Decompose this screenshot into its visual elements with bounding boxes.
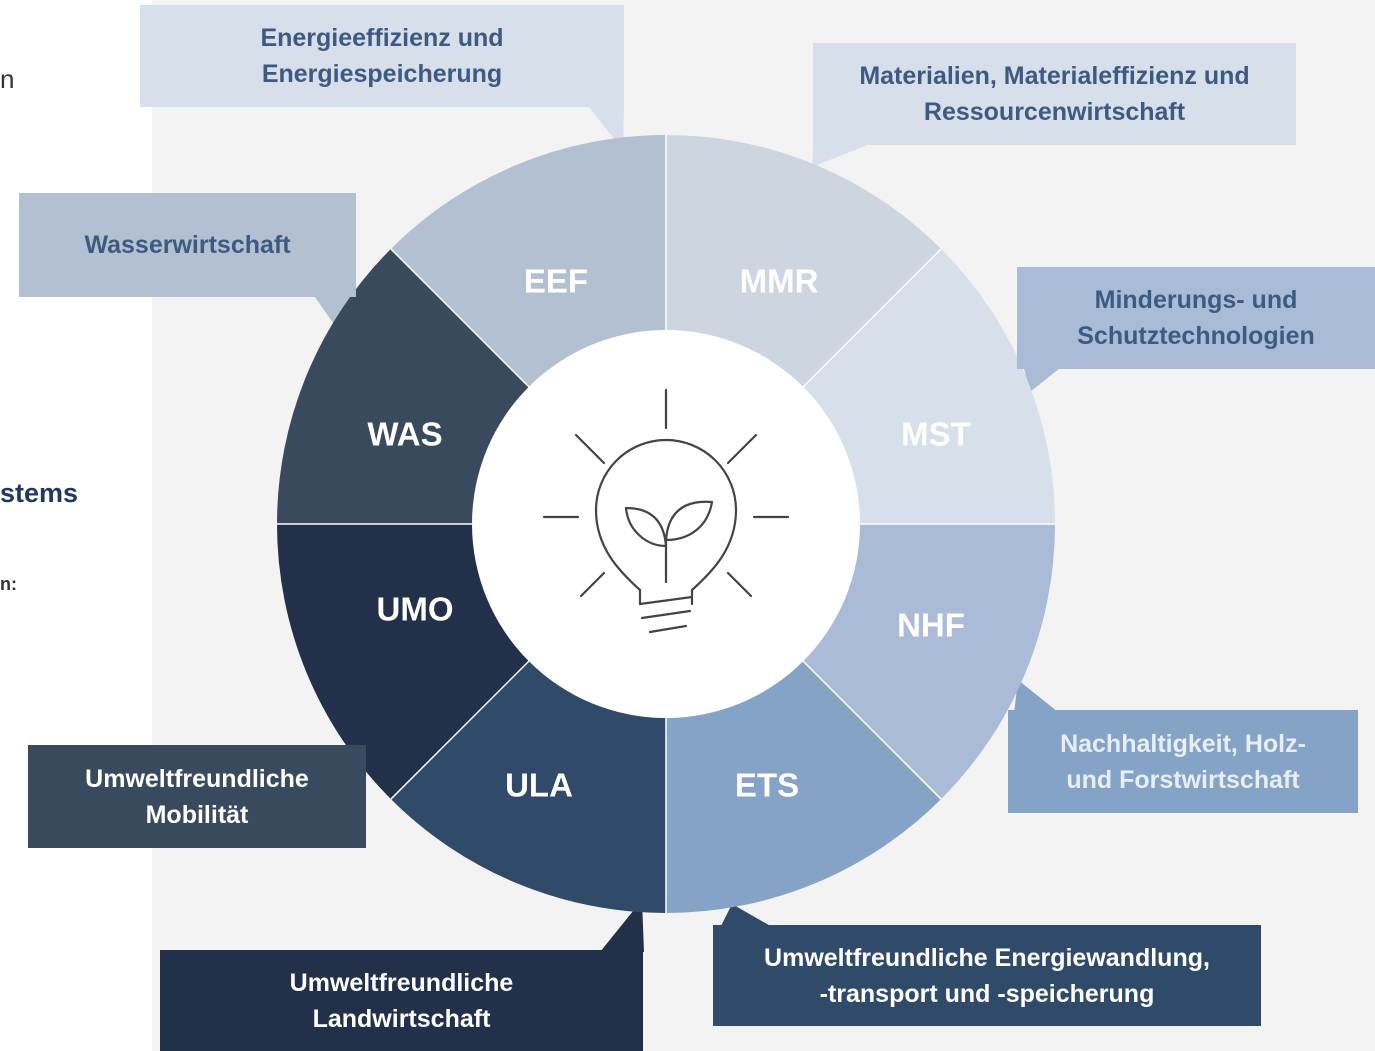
lightbulb-sprout-icon <box>542 388 790 634</box>
segment-label-mst: MST <box>901 416 971 453</box>
callout-nhf-text: Nachhaltigkeit, Holz- und Forstwirtschaf… <box>1060 729 1306 794</box>
clipped-subheading-fragment: n: <box>0 574 17 594</box>
segment-label-nhf: NHF <box>897 607 965 644</box>
segment-labels: EEF MMR MST NHF ETS ULA UMO WAS <box>367 263 970 804</box>
callout-mst-text: Minderungs- und Schutztechnologien <box>1077 286 1315 350</box>
callout-ets-text: Umweltfreundliche Energiewandlung, -tran… <box>764 943 1210 1008</box>
callout-pointer-ets <box>720 904 774 928</box>
segment-label-umo: UMO <box>377 591 454 628</box>
callout-was-text: Wasserwirtschaft <box>84 231 291 259</box>
clipped-text-fragment-top: n <box>0 64 15 94</box>
callout-mmr: Materialien, Materialeffizienz und Resso… <box>813 43 1296 145</box>
clipped-heading-fragment: stems <box>0 478 79 508</box>
callout-mst: Minderungs- und Schutztechnologien <box>1017 267 1375 369</box>
callout-ula: Umweltfreundliche Landwirtschaft <box>160 950 643 1051</box>
callout-pointer-ula <box>600 900 644 952</box>
callout-ula-text: Umweltfreundliche Landwirtschaft <box>289 968 514 1033</box>
callout-eef-text: Energieeffizienz und Energiespeicherung <box>260 24 504 88</box>
segment-label-ets: ETS <box>735 767 799 804</box>
segment-label-mmr: MMR <box>740 263 819 300</box>
callout-mmr-text: Materialien, Materialeffizienz und Resso… <box>859 62 1250 126</box>
segment-label-was: WAS <box>367 416 442 453</box>
center-circle <box>472 330 860 718</box>
callout-pointer-was <box>310 290 356 330</box>
callout-nhf: Nachhaltigkeit, Holz- und Forstwirtschaf… <box>1008 710 1358 813</box>
callout-umo-text: Umweltfreundliche Mobilität <box>85 764 309 829</box>
callout-was: Wasserwirtschaft <box>19 193 356 297</box>
callout-eef: Energieeffizienz und Energiespeicherung <box>140 5 624 107</box>
callout-ets: Umweltfreundliche Energiewandlung, -tran… <box>713 925 1261 1026</box>
callout-umo: Umweltfreundliche Mobilität <box>28 745 366 848</box>
segment-label-eef: EEF <box>524 263 588 300</box>
segment-label-ula: ULA <box>505 767 573 804</box>
